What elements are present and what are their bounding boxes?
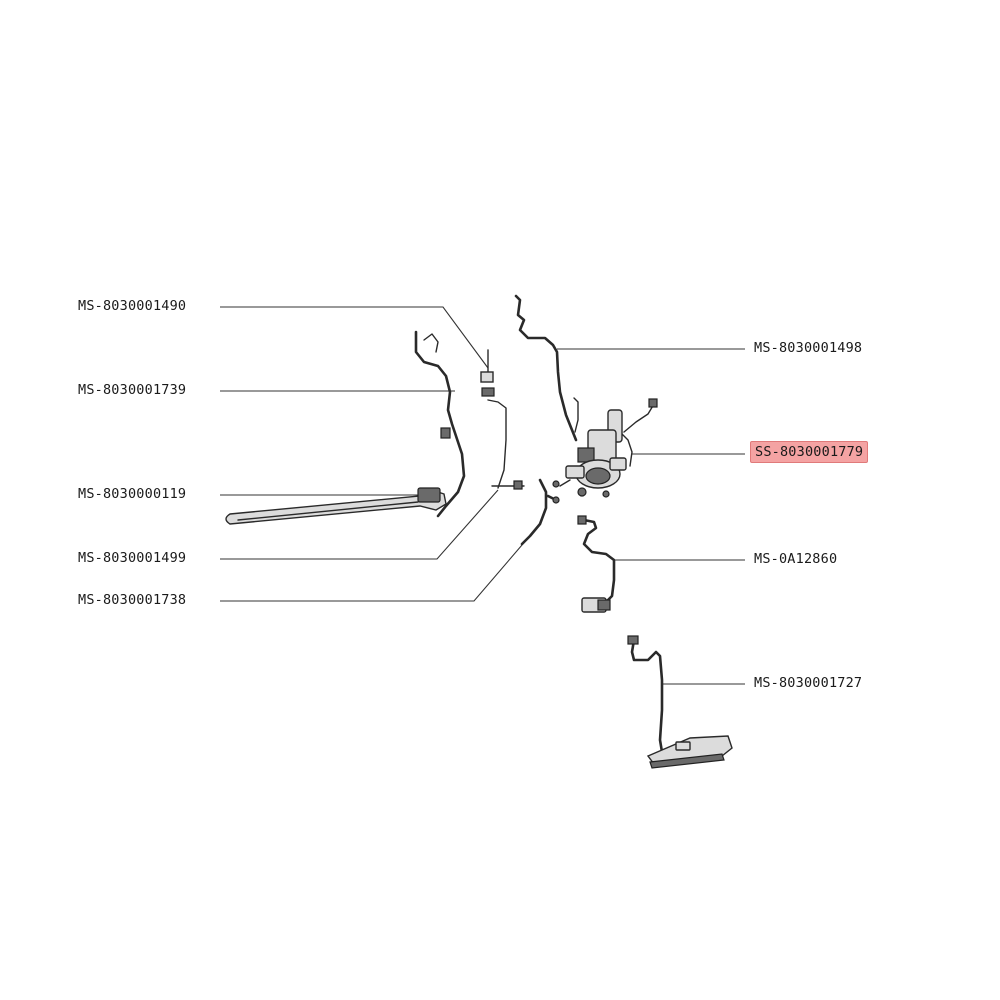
leader-lines (220, 306, 745, 685)
part-label-1727[interactable]: MS-8030001727 (754, 675, 863, 691)
leader-line-1499 (220, 489, 499, 560)
part-label-0119[interactable]: MS-8030000119 (78, 486, 187, 502)
part-label-1738[interactable]: MS-8030001738 (78, 592, 187, 608)
connector-1490 (480, 349, 495, 397)
plate-assembly-1727 (627, 635, 733, 769)
heater-0119 (225, 487, 447, 525)
part-label-1490[interactable]: MS-8030001490 (78, 298, 187, 314)
leader-line-1738 (220, 537, 529, 602)
part-label-1739[interactable]: MS-8030001739 (78, 382, 187, 398)
cable-1739 (414, 330, 466, 518)
part-label-2860[interactable]: MS-0A12860 (754, 551, 838, 567)
pump-assembly-1779 (552, 398, 658, 498)
cable-1498 (514, 294, 579, 442)
cable-1499 (487, 399, 525, 490)
part-label-1498[interactable]: MS-8030001498 (754, 340, 863, 356)
part-label-1779-highlighted[interactable]: SS-8030001779 (750, 441, 869, 463)
hose-1738 (520, 478, 560, 546)
part-label-1499[interactable]: MS-8030001499 (78, 550, 187, 566)
cable-2860 (577, 515, 616, 613)
leader-line-1490 (220, 306, 489, 369)
